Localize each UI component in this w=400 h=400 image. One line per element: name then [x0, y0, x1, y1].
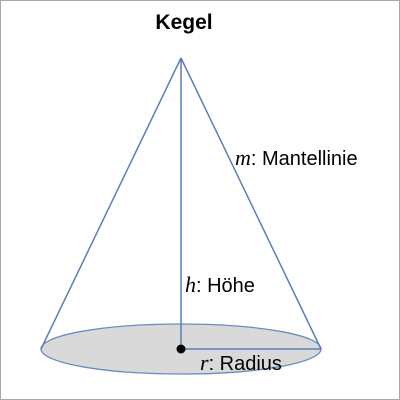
diagram-title: Kegel [155, 11, 212, 34]
cone-right-edge [180, 57, 322, 350]
radius-label: r: Radius [200, 350, 282, 375]
slant-label: m: Mantellinie [235, 145, 358, 170]
radius-text: : Radius [209, 353, 282, 375]
cone-left-edge [40, 57, 182, 350]
base-center-dot [176, 344, 186, 354]
radius-symbol: r [200, 350, 209, 375]
height-symbol: h [185, 272, 196, 297]
height-text: : Höhe [196, 275, 255, 297]
height-label: h: Höhe [185, 272, 255, 297]
slant-text: : Mantellinie [251, 148, 358, 170]
slant-symbol: m [235, 145, 251, 170]
